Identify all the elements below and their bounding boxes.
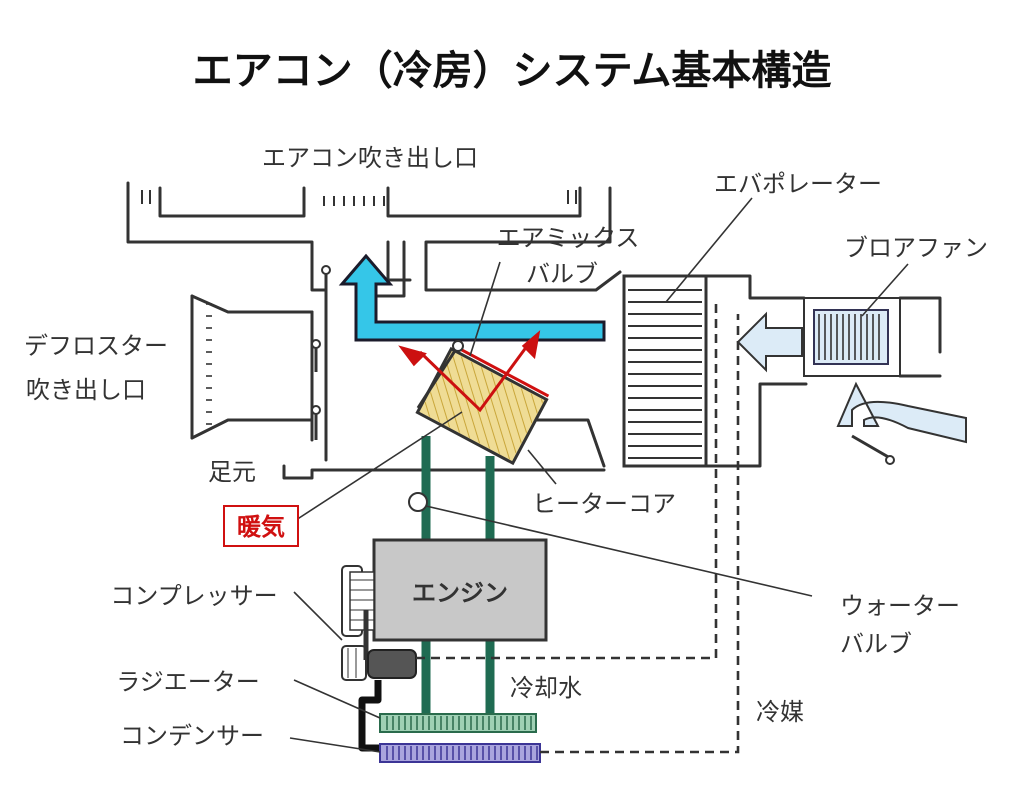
warm-air-arrow [398, 330, 541, 413]
heating-label-box [223, 505, 299, 547]
cold-air-arrow [338, 253, 606, 342]
condenser-label: コンデンサー [120, 722, 264, 750]
engine [372, 538, 548, 642]
coolant-label: 冷却水 [510, 674, 582, 702]
engine-label: エンジン [412, 579, 508, 607]
evaporator [622, 274, 708, 468]
water-valve-label-line1: ウォーター [840, 592, 960, 620]
air-mix-label-line2: バルブ [526, 260, 598, 288]
heater-core-label: ヒーターコア [532, 490, 676, 518]
radiator-label: ラジエーター [116, 668, 260, 696]
ac-outlet-label: エアコン吹き出し口 [262, 144, 478, 172]
defroster-label-line1: デフロスター [24, 332, 168, 360]
page-title: エアコン（冷房）システム基本構造 [193, 48, 832, 94]
compressor [341, 565, 417, 681]
refrigerant-line [358, 680, 382, 752]
leader-lines [289, 197, 909, 753]
air-mix-label-line1: エアミックス [497, 224, 640, 252]
evaporator-label: エバポレーター [714, 170, 882, 198]
water-valve-icon [408, 492, 428, 512]
water-valve-label-line2: バルブ [840, 630, 912, 658]
condenser [379, 743, 541, 763]
air-mix-valve [416, 261, 501, 409]
foot-label: 足元 [208, 458, 256, 486]
defroster-label-line2: 吹き出し口 [26, 376, 146, 404]
heating-label: 暖気 [237, 513, 285, 541]
blower-fan-label: ブロアファン [844, 234, 988, 262]
refrigerant-label: 冷媒 [756, 698, 804, 726]
blower-fan [803, 297, 901, 377]
radiator [379, 713, 537, 733]
blower-air-arrow [736, 311, 967, 444]
compressor-label: コンプレッサー [110, 582, 277, 610]
refrigerant-dashed-line [416, 300, 740, 754]
